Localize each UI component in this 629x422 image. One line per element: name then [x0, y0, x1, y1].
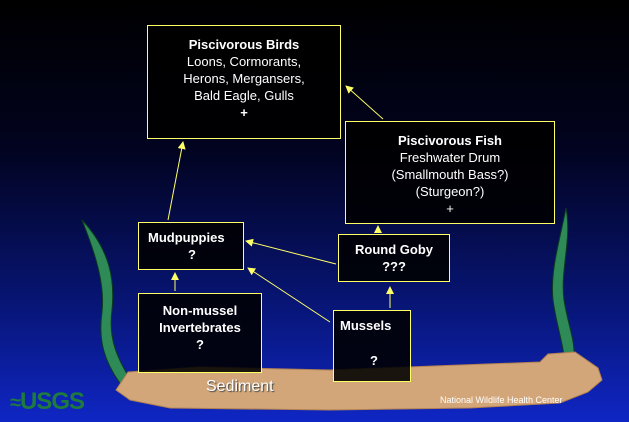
usgs-logo: ≈USGS — [10, 389, 84, 416]
node-mussels-mark: ? — [340, 352, 410, 369]
node-birds-title: Piscivorous Birds — [148, 36, 340, 53]
node-birds-line: Loons, Cormorants, — [148, 53, 340, 70]
node-piscivorous-birds: Piscivorous Birds Loons, Cormorants, Her… — [147, 25, 341, 139]
sediment-label: Sediment — [206, 378, 274, 396]
node-birds-line: Bald Eagle, Gulls — [148, 87, 340, 104]
node-birds-line: Herons, Mergansers, — [148, 70, 340, 87]
arrow-fish-to-birds — [346, 86, 383, 119]
node-fish-mark: + — [346, 200, 554, 217]
footer-credit: National Wildlife Health Center — [440, 395, 563, 405]
node-mudpuppies-title: Mudpuppies — [148, 229, 243, 246]
node-mudpuppies-mark: ? — [148, 246, 243, 263]
node-birds-mark: + — [148, 104, 340, 121]
usgs-wave-icon: ≈ — [10, 392, 20, 414]
node-round-goby: Round Goby ??? — [338, 234, 450, 282]
node-fish-line: (Sturgeon?) — [346, 183, 554, 200]
node-mussels-title: Mussels — [340, 317, 410, 334]
node-mussels: Mussels ? — [333, 310, 411, 382]
node-invertebrates-title: Non-mussel — [139, 302, 261, 319]
node-goby-title: Round Goby — [339, 241, 449, 258]
node-invertebrates-title: Invertebrates — [139, 319, 261, 336]
node-mudpuppies: Mudpuppies ? — [138, 222, 244, 270]
node-fish-title: Piscivorous Fish — [346, 132, 554, 149]
seaweed-right — [552, 208, 574, 356]
usgs-logo-text: USGS — [20, 388, 84, 415]
node-fish-line: Freshwater Drum — [346, 149, 554, 166]
node-invertebrates: Non-mussel Invertebrates ? — [138, 293, 262, 373]
node-invertebrates-mark: ? — [139, 336, 261, 353]
arrow-mudpuppies-to-birds — [168, 142, 183, 220]
node-fish-line: (Smallmouth Bass?) — [346, 166, 554, 183]
node-piscivorous-fish: Piscivorous Fish Freshwater Drum (Smallm… — [345, 121, 555, 224]
node-goby-mark: ??? — [339, 258, 449, 275]
arrow-goby-to-mudpuppies — [246, 241, 336, 264]
seaweed-left — [82, 220, 132, 386]
